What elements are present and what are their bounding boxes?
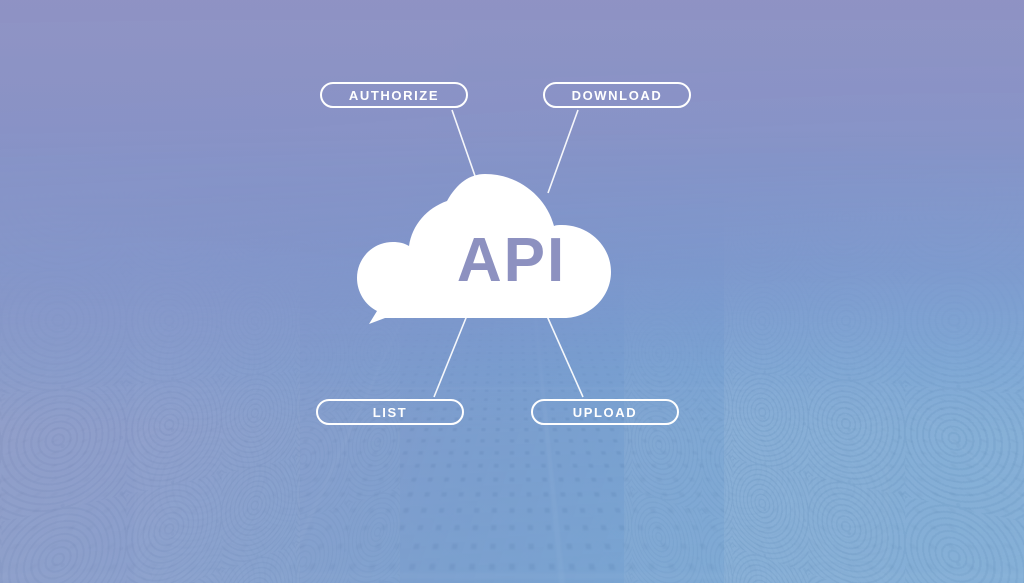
node-list-label: LIST (373, 405, 408, 420)
cloud-icon (355, 172, 630, 327)
node-authorize[interactable]: AUTHORIZE (320, 82, 468, 108)
node-upload-label: UPLOAD (573, 405, 638, 420)
node-download-label: DOWNLOAD (572, 88, 663, 103)
node-download[interactable]: DOWNLOAD (543, 82, 691, 108)
node-list[interactable]: LIST (316, 399, 464, 425)
node-authorize-label: AUTHORIZE (349, 88, 439, 103)
node-upload[interactable]: UPLOAD (531, 399, 679, 425)
